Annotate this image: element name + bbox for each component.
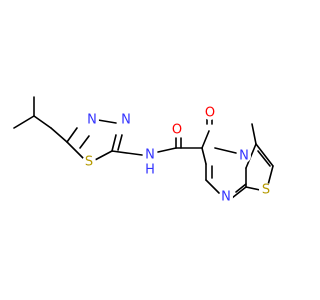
atom-n1: N xyxy=(85,113,99,128)
atom-n3: N xyxy=(237,149,251,164)
bond xyxy=(255,143,274,167)
bond xyxy=(214,147,237,154)
bond xyxy=(117,134,123,151)
atom-o1: O xyxy=(170,123,184,138)
atom-n1-label: N xyxy=(87,113,97,128)
atom-s1: S xyxy=(82,155,96,170)
atom-labels: N N S N H O O N xyxy=(82,106,273,205)
bond xyxy=(205,179,220,194)
bond xyxy=(201,147,207,165)
bond xyxy=(251,123,257,145)
atom-o2-label: O xyxy=(205,106,215,121)
bond xyxy=(111,150,143,156)
bond xyxy=(257,150,271,167)
bonds xyxy=(13,96,274,199)
bond xyxy=(66,141,84,159)
atom-n4: N xyxy=(219,190,233,205)
molecule-structure-diagram: N N S N H O O N xyxy=(13,96,274,205)
atom-h: H xyxy=(144,163,156,178)
atom-s2: S xyxy=(259,183,273,198)
bond xyxy=(79,135,90,149)
bond xyxy=(201,130,210,149)
atom-n2-label: N xyxy=(121,113,131,128)
atom-nh: N xyxy=(143,148,157,163)
bond xyxy=(157,147,177,153)
atom-o1-label: O xyxy=(172,123,182,138)
atom-nh-label: N xyxy=(145,148,155,163)
bond xyxy=(50,127,68,143)
atom-n2: N xyxy=(119,113,133,128)
atom-n4-label: N xyxy=(221,190,231,205)
bond xyxy=(66,127,78,143)
atom-n3-label: N xyxy=(239,149,249,164)
bond xyxy=(267,165,274,186)
bond xyxy=(245,186,261,191)
atom-s1-label: S xyxy=(85,155,93,170)
bond xyxy=(13,115,35,129)
bond xyxy=(97,119,117,124)
bond xyxy=(94,150,113,161)
bond xyxy=(231,186,247,199)
atom-h-label: H xyxy=(145,163,155,178)
atom-o2: O xyxy=(203,106,217,121)
atom-s2-label: S xyxy=(262,183,270,198)
bond xyxy=(111,134,117,152)
bond xyxy=(235,183,247,193)
bond xyxy=(33,115,52,129)
